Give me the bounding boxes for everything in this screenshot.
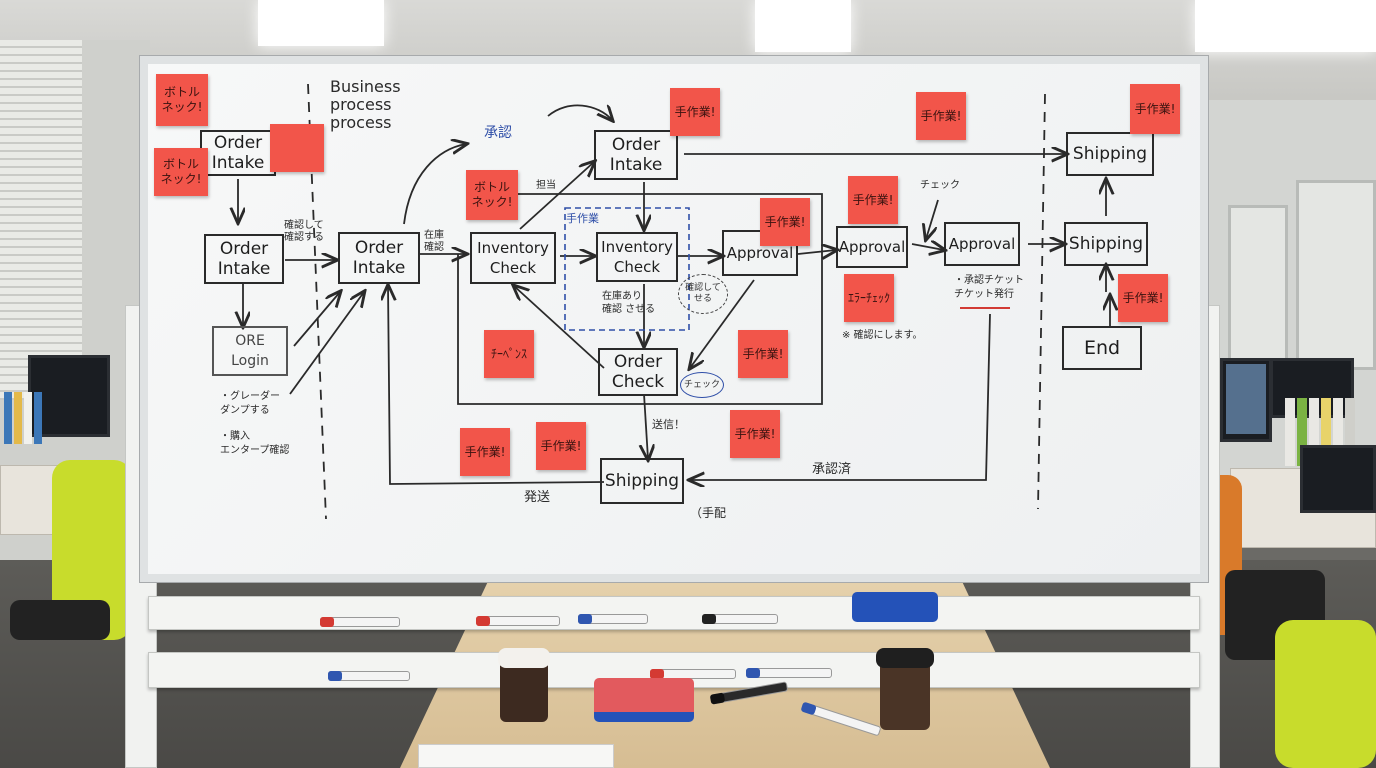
ceiling-light <box>258 0 384 46</box>
eraser[interactable] <box>594 678 694 722</box>
node-inventory-check: Inventory Check <box>470 232 556 284</box>
annotation: （手配 <box>690 506 727 520</box>
node-inventory-check: Inventory Check <box>596 232 678 282</box>
annotation: 担当 <box>536 180 556 191</box>
ceiling-light <box>755 0 851 52</box>
annotation: ・グレーダー ダンプする <box>220 391 280 416</box>
binders <box>4 392 46 444</box>
window-blinds <box>0 40 82 400</box>
glass-door <box>1228 205 1288 365</box>
coffee-cup-lid <box>876 648 934 668</box>
node-approval: Approval <box>836 226 908 268</box>
flow-arrows <box>148 83 1200 520</box>
annotation: ・購入 エンタープ確認 <box>220 431 290 456</box>
marker-blue[interactable] <box>578 614 648 624</box>
marker-blue[interactable] <box>328 671 410 681</box>
sticky-note: 手作業! <box>670 88 720 136</box>
annotation: 承認 <box>484 125 512 141</box>
sticky-note: ボトル ネック! <box>154 148 208 196</box>
marker-red[interactable] <box>320 617 400 627</box>
coffee-cup-lid <box>498 648 550 668</box>
sticky-note: 手作業! <box>730 410 780 458</box>
annotation: ※ 確認にします。 <box>842 330 923 341</box>
sticky-note: ｴﾗｰﾁｪｯｸ <box>844 274 894 322</box>
marker-red[interactable] <box>476 616 560 626</box>
annotation: 在庫あり 確認 させる <box>602 291 656 315</box>
chair <box>1275 620 1376 768</box>
sticky-note: 手作業! <box>738 330 788 378</box>
annotation: ・承認チケット チケット発行 <box>954 275 1024 300</box>
node-approval: Approval <box>944 222 1020 266</box>
glass-door <box>1296 180 1376 370</box>
annotation: 承認済 <box>812 462 852 477</box>
sticky-note: 手作業! <box>760 198 810 246</box>
node-order-intake: Order Intake <box>338 232 420 284</box>
annotation: 送信！ <box>652 418 685 431</box>
node-order-intake: Order Intake <box>204 234 284 284</box>
chair-base <box>10 600 110 640</box>
node-shipping: Shipping <box>1066 132 1154 176</box>
node-order-check: Order Check <box>598 348 678 396</box>
annotation: 在庫 確認 <box>424 230 444 253</box>
annotation: チェック <box>920 180 960 191</box>
annotation: 確認して 確認する <box>284 220 324 243</box>
sticky-note: 手作業! <box>1118 274 1168 322</box>
node-ore-login: ORE Login <box>212 326 288 376</box>
paper-sheet <box>418 744 614 768</box>
marker-red[interactable] <box>650 669 736 679</box>
node-order-intake: Order Intake <box>200 130 276 176</box>
coffee-cup <box>880 660 930 730</box>
sticky-note: ボトル ネック! <box>156 74 208 126</box>
eraser[interactable] <box>852 592 938 622</box>
laptop <box>1300 445 1376 513</box>
ceiling-light <box>1195 0 1376 52</box>
board-title: Business process process <box>330 77 401 132</box>
monitor-screen <box>1226 364 1266 434</box>
marker-black[interactable] <box>702 614 778 624</box>
marker-blue[interactable] <box>746 668 832 678</box>
annotation: 発送 <box>524 490 551 505</box>
annotation-circle: 確認して せる <box>678 274 728 314</box>
marker-tray-upper <box>148 596 1200 630</box>
node-end: End <box>1062 326 1142 370</box>
highlight-region <box>564 207 690 331</box>
sticky-note: 手作業! <box>1130 84 1180 134</box>
sticky-note: ボトル ネック! <box>466 170 518 220</box>
node-order-intake: Order Intake <box>594 130 678 180</box>
binders <box>1285 398 1375 466</box>
node-shipping: Shipping <box>600 458 684 504</box>
sticky-note: 手作業! <box>536 422 586 470</box>
node-shipping: Shipping <box>1064 222 1148 266</box>
lane-divider <box>1037 93 1046 510</box>
annotation: 手作業 <box>566 212 599 225</box>
whiteboard[interactable]: Business process process Order Intake Or… <box>139 55 1209 583</box>
sticky-note <box>270 124 324 172</box>
sticky-note: 手作業! <box>916 92 966 140</box>
sticky-note: ﾁｰﾍﾟﾝｽ <box>484 330 534 378</box>
sticky-note: 手作業! <box>460 428 510 476</box>
annotation-circle: チェック <box>680 372 724 398</box>
sticky-note: 手作業! <box>848 176 898 224</box>
coffee-cup <box>500 660 548 722</box>
